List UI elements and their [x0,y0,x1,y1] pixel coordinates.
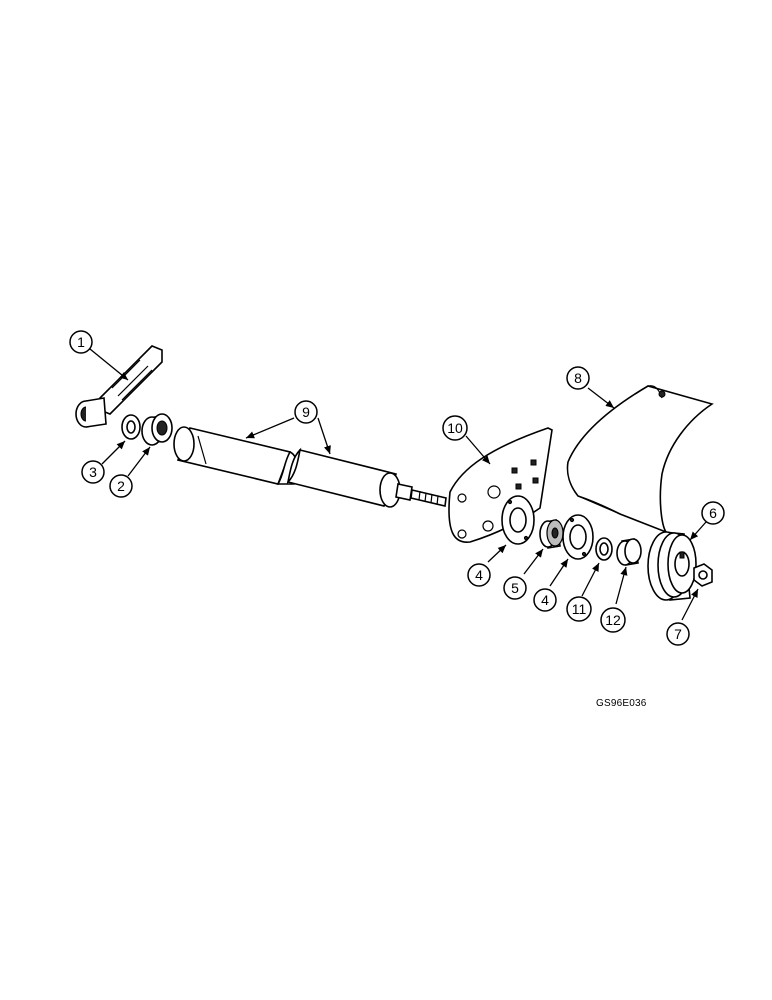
bracket-part [75,345,163,428]
bearing-part [141,413,173,446]
svg-text:4: 4 [541,592,549,608]
svg-text:2: 2 [117,478,125,494]
spacer-part [595,537,613,561]
callout-3: 3 [81,460,105,484]
callout-7: 7 [666,622,690,646]
washer-part [121,414,141,440]
roller-tube-part [173,426,447,508]
svg-text:3: 3 [89,464,97,480]
figure-id-label: GS96E036 [596,698,647,709]
callout-1: 1 [69,330,93,354]
flange-part-b [562,514,594,560]
shield-part [566,385,714,534]
callout-4b: 4 [533,588,557,612]
flange-part-a [501,495,535,545]
callout-4a: 4 [467,563,491,587]
callout-8: 8 [566,366,590,390]
svg-text:9: 9 [302,404,310,420]
callout-12: 12 [600,607,626,633]
callout-6: 6 [701,501,725,525]
svg-text:12: 12 [605,612,621,628]
callout-5: 5 [503,576,527,600]
svg-text:5: 5 [511,580,519,596]
svg-text:1: 1 [77,334,85,350]
callout-11: 11 [566,596,592,622]
svg-text:8: 8 [574,370,582,386]
svg-text:10: 10 [447,420,463,436]
svg-text:7: 7 [674,626,682,642]
mounting-plate-part [448,427,553,543]
svg-text:4: 4 [475,567,483,583]
callout-10: 10 [442,415,468,441]
leader-lines [89,348,707,621]
bearing-insert-part [539,519,564,549]
nut-part [693,563,713,587]
callout-2: 2 [109,474,133,498]
bushing-part [616,538,642,566]
svg-text:11: 11 [572,601,587,617]
pulley-part [647,531,697,601]
callout-9: 9 [294,400,318,424]
svg-text:6: 6 [709,505,717,521]
